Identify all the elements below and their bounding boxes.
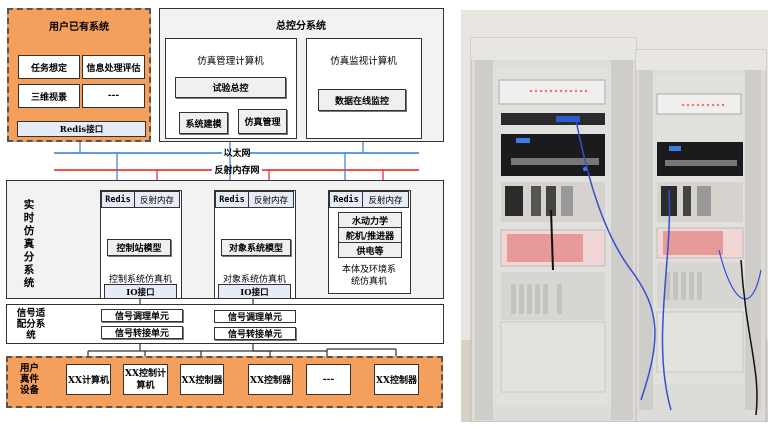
black-cable-right [740, 259, 758, 416]
sim-monitor-title: 仿真监视计算机 [330, 56, 397, 67]
control-sim-node: Redis 反射内存 控制站模型 控制系统仿真机 IO接口 [100, 190, 182, 299]
signal-transfer-unit-1[interactable]: 信号转接单元 [101, 326, 183, 339]
info-processing-box[interactable]: 信息处理评估 [82, 55, 145, 79]
master-control-title: 总控分系统 [276, 21, 326, 32]
user-hardware-system: 用户真件设备 XX计算机 XX控制计算机 XX控制器 XX控制器 --- XX控… [6, 356, 443, 408]
body-env-sim-caption: 本体及环境系统仿真机 [341, 265, 396, 287]
master-control-system: 总控分系统 仿真管理计算机 试验总控 系统建模 仿真管理 仿真监视计算机 数据在… [159, 8, 444, 142]
blue-cable-2 [661, 189, 672, 411]
blue-cable-3 [718, 249, 762, 300]
io-interface[interactable]: IO接口 [104, 284, 177, 299]
realtime-sim-system: 实时仿真分系统 Redis 反射内存 控制站模型 控制系统仿真机 IO接口 Re… [6, 180, 444, 299]
reflective-memory-port[interactable]: 反射内存 [362, 191, 409, 208]
sim-management-pc: 仿真管理计算机 试验总控 系统建模 仿真管理 [165, 38, 297, 139]
device-more[interactable]: --- [306, 364, 351, 395]
task-scenario-box[interactable]: 任务想定 [18, 55, 80, 79]
device-xx-controller-3[interactable]: XX控制器 [374, 364, 419, 395]
redis-interface-box[interactable]: Redis接口 [17, 121, 146, 137]
signal-adapter-system: 信号适配分系统 信号调理单元 信号转接单元 信号调理单元 信号转接单元 [6, 304, 444, 344]
device-xx-control-computer[interactable]: XX控制计算机 [123, 364, 168, 395]
online-monitor-button[interactable]: 数据在线监控 [318, 89, 406, 111]
user-existing-title: 用户已有系统 [49, 22, 109, 33]
signal-transfer-unit-2[interactable]: 信号转接单元 [214, 327, 296, 340]
reflective-memory-port[interactable]: 反射内存 [248, 191, 294, 208]
body-env-sim-node: Redis 反射内存 水动力学 舵机/推进器 供电等 本体及环境系统仿真机 [328, 190, 411, 294]
power-supply-model[interactable]: 供电等 [338, 242, 402, 258]
3d-view-box[interactable]: 三维视景 [18, 84, 80, 108]
io-interface[interactable]: IO接口 [218, 284, 291, 299]
more-box[interactable]: --- [82, 84, 145, 108]
control-sim-caption: 控制系统仿真机 [108, 275, 172, 285]
cabinet-photo [461, 10, 768, 422]
blue-cable-1 [575, 119, 656, 401]
sim-management-title: 仿真管理计算机 [197, 56, 264, 67]
redis-port[interactable]: Redis [329, 191, 363, 208]
sim-monitor-pc: 仿真监视计算机 数据在线监控 [306, 38, 422, 139]
device-xx-controller-1[interactable]: XX控制器 [180, 364, 224, 395]
hydrodynamics-model[interactable]: 水动力学 [338, 212, 402, 228]
device-xx-controller-2[interactable]: XX控制器 [248, 364, 293, 395]
user-existing-system: 用户已有系统 任务想定 信息处理评估 三维视景 --- Redis接口 [7, 8, 151, 142]
object-system-model[interactable]: 对象系统模型 [221, 239, 291, 256]
control-station-model[interactable]: 控制站模型 [107, 239, 171, 256]
ethernet-label: 以太网 [223, 149, 251, 159]
realtime-sim-title: 实时仿真分系统 [23, 199, 35, 289]
signal-conditioning-unit-2[interactable]: 信号调理单元 [214, 310, 296, 323]
test-master-button[interactable]: 试验总控 [175, 77, 286, 98]
system-modeling-button[interactable]: 系统建模 [179, 112, 228, 134]
object-sim-node: Redis 反射内存 对象系统模型 对象系统仿真机 IO接口 [214, 190, 296, 299]
redis-port[interactable]: Redis [101, 191, 135, 208]
device-xx-computer[interactable]: XX计算机 [66, 364, 111, 395]
signal-conditioning-unit-1[interactable]: 信号调理单元 [101, 309, 183, 322]
sim-management-button[interactable]: 仿真管理 [238, 109, 287, 134]
reflective-memory-label: 反射内存网 [214, 166, 260, 176]
rudder-thruster-model[interactable]: 舵机/推进器 [338, 227, 402, 243]
cabinet-photo-illustration [461, 10, 768, 422]
reflective-memory-port[interactable]: 反射内存 [134, 191, 180, 208]
object-sim-caption: 对象系统仿真机 [222, 275, 286, 285]
user-hardware-title: 用户真件设备 [20, 363, 40, 396]
redis-port[interactable]: Redis [215, 191, 249, 208]
black-cable [550, 209, 554, 271]
signal-adapter-title: 信号适配分系统 [16, 308, 46, 341]
